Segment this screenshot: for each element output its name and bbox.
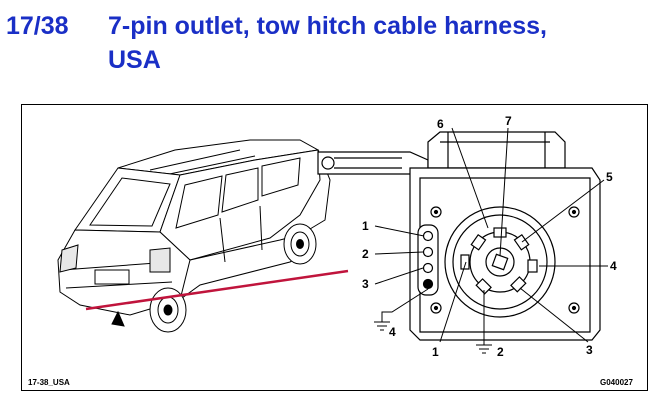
- pin-right: [527, 259, 538, 273]
- pin-top: [493, 227, 507, 238]
- location-pointer-line: [85, 269, 349, 311]
- side-connector: [417, 224, 439, 296]
- connector-label-4: 4: [389, 325, 396, 339]
- pin-label-4: 4: [610, 259, 617, 273]
- pin-label-5: 5: [606, 170, 613, 184]
- pin-lower-left: [475, 278, 492, 295]
- pin-upper-left: [470, 233, 487, 251]
- connector-label-2: 2: [362, 247, 369, 261]
- pin-label-1: 1: [432, 345, 439, 359]
- pin-label-7: 7: [505, 114, 512, 128]
- pin-left: [460, 254, 470, 270]
- outlet-pin-labels: 6 7 5 4 1 2 3: [432, 114, 617, 359]
- pin-label-3: 3: [586, 343, 593, 357]
- figure-caption-left: 17-38_USA: [28, 378, 70, 387]
- connector-label-3: 3: [362, 277, 369, 291]
- outlet-housing: [317, 131, 601, 341]
- pin-lower-right: [510, 276, 527, 293]
- figure-caption-right: G040027: [600, 378, 633, 387]
- leader-lines: [374, 127, 608, 354]
- pin-label-6: 6: [437, 117, 444, 131]
- page-number: 17/38: [6, 12, 69, 40]
- left-connector-labels: 1 2 3 4: [362, 219, 396, 339]
- page-title: 7-pin outlet, tow hitch cable harness,: [108, 12, 547, 40]
- outlet-pins: [460, 227, 538, 295]
- connector-label-1: 1: [362, 219, 369, 233]
- figure-frame: [21, 104, 648, 391]
- pin-label-2: 2: [497, 345, 504, 359]
- page-title-continued: USA: [108, 46, 161, 74]
- vehicle-drawing: [57, 139, 331, 333]
- pin-center: [491, 253, 509, 271]
